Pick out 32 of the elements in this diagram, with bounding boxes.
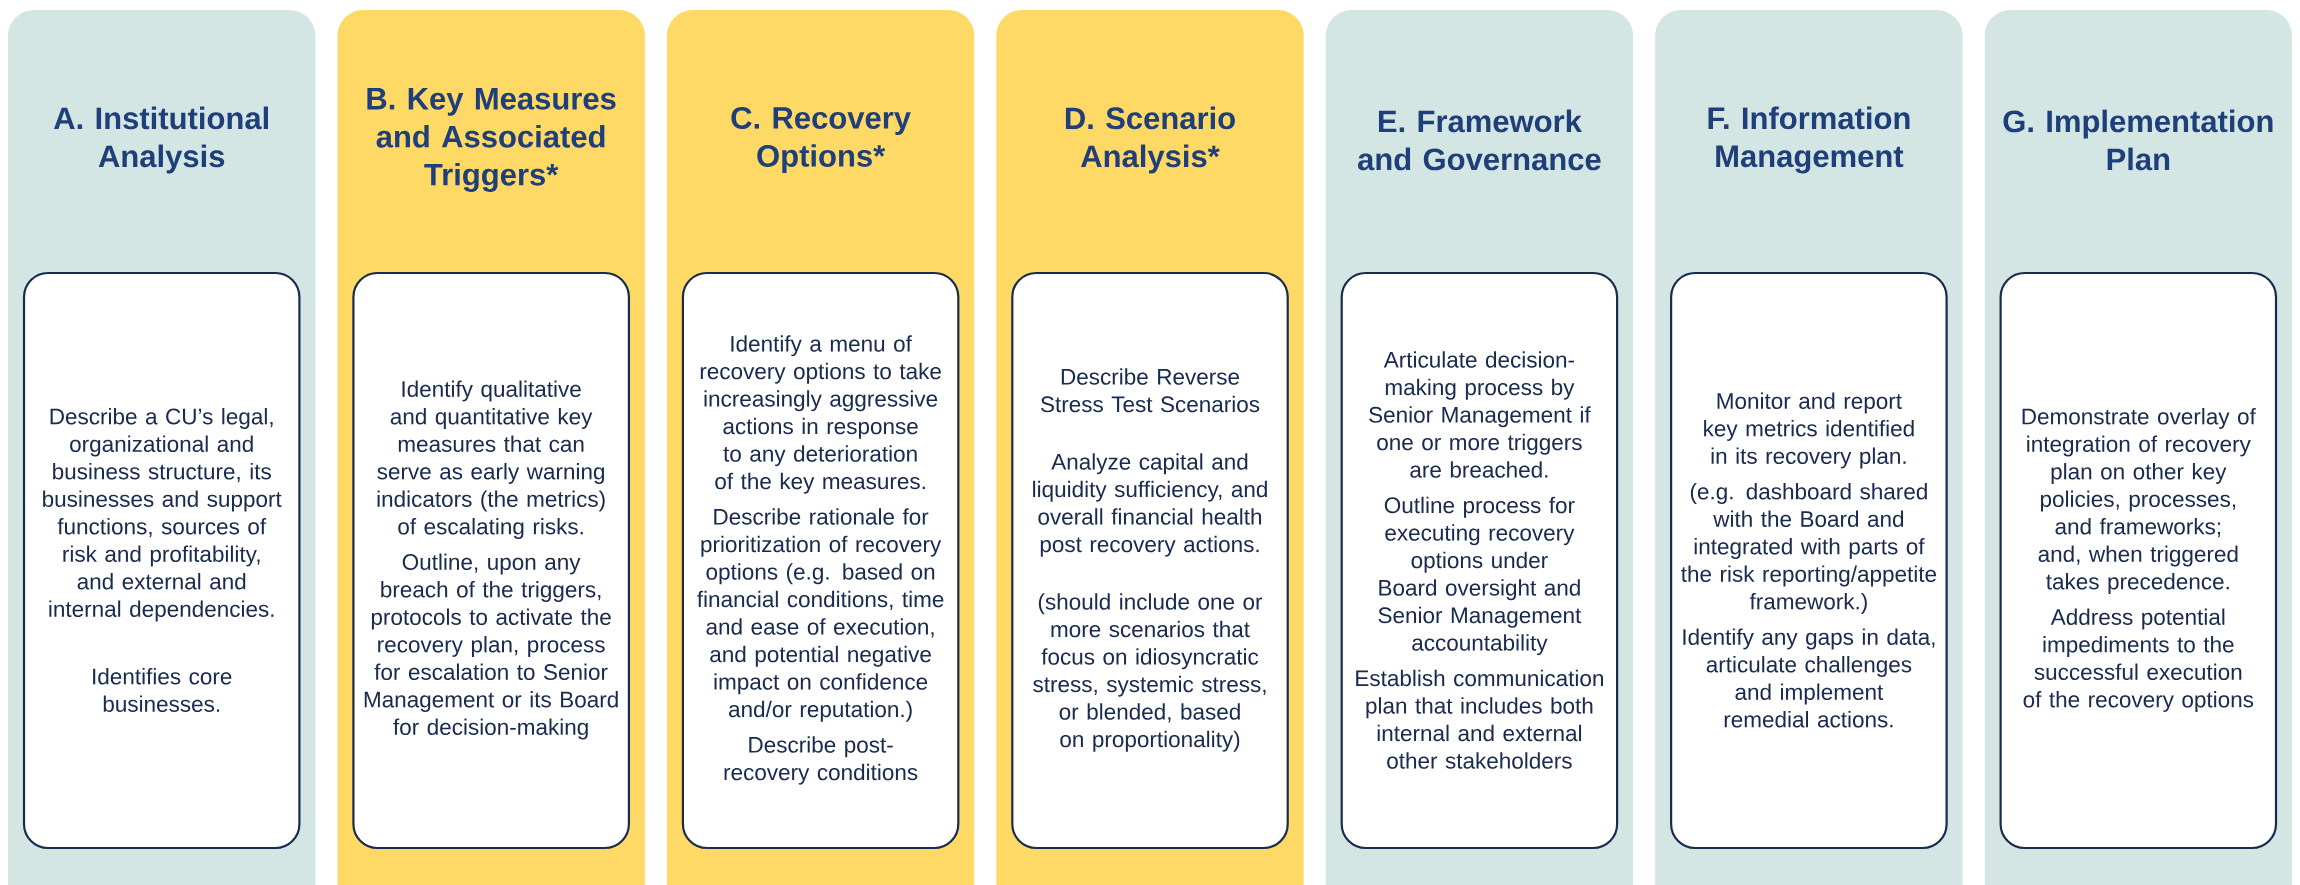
description-text: Analyze capital and liquidity sufficiency, and overall financial health post recovery actions. — [1033, 453, 1267, 557]
column-heading: D. Scenario Analysis* — [1065, 106, 1235, 174]
description-text: Describe a CU’s legal, organizational and business structure, its businesses and support functions, sources of risk and profitability, and external and internal dependencies. — [43, 408, 282, 622]
description-text: Identify a menu of recovery options to take increasingly aggressive actions in response to any deterioration of the key measures. — [700, 335, 941, 494]
description-text: Address potential impediments to the successful execution of the recovery options — [2023, 608, 2254, 712]
description-text: Describe Reverse Stress Test Scenarios — [1041, 368, 1260, 413]
column-heading: E. Framework and Governance — [1358, 109, 1601, 171]
description-text: Identify qualitative and quantitative key measures that can serve as early warning indicators (the metrics) of escalating risks. — [377, 380, 605, 539]
description-text: Identify any gaps in data, articulate challenges and implement remedial actions. — [1683, 628, 1935, 728]
column-heading: F. Information Management — [1708, 106, 1910, 174]
column-heading: B. Key Measures and Associated Triggers* — [367, 88, 616, 192]
description-text: Outline process for executing recovery options under Board oversight and Senior Management accountability — [1378, 496, 1582, 656]
description-text: Establish communication plan that includes both internal and external other stakeholders — [1356, 669, 1603, 769]
column-heading: C. Recovery Options* — [731, 106, 911, 174]
text-card — [22, 271, 301, 850]
text-card — [1340, 271, 1619, 850]
description-text: Monitor and report key metrics identified in its recovery plan. — [1704, 392, 1914, 469]
text-card — [1011, 271, 1289, 850]
text-card — [1670, 271, 1948, 850]
description-text: Identifies core businesses. — [93, 667, 232, 712]
description-text: Outline, upon any breach of the triggers, protocols to activate the recovery plan, process for escalation to Senior Management or its Board for decision-making — [364, 553, 618, 740]
column-heading: G. Implementation Plan — [2003, 109, 2273, 171]
text-card — [352, 271, 630, 850]
description-text: (should include one or more scenarios that focus on idiosyncratic stress, systemic stress, or blended, based on proportionality) — [1033, 593, 1266, 752]
description-text: Describe post-recovery conditions — [724, 736, 918, 785]
column-heading: A. Institutional Analysis — [54, 106, 268, 174]
description-text: (e.g. dashboard shared with the Board and integrated with parts of the risk reporting/appetite framework.) — [1681, 483, 1937, 614]
text-card — [681, 271, 960, 850]
description-text: Describe rationale for prioritization of recovery options (e.g. based on financial conditions, time and ease of execution, and potential negative impact on confidence and/or reputation.) — [697, 508, 944, 722]
text-card — [1999, 271, 2278, 850]
description-text: Articulate decision-making process by Senior Management if one or more triggers are breached. — [1369, 351, 1591, 478]
description-text: Demonstrate overlay of integration of recovery plan on other key policies, processes, and frameworks; and, when triggered takes precedence. — [2022, 408, 2256, 594]
